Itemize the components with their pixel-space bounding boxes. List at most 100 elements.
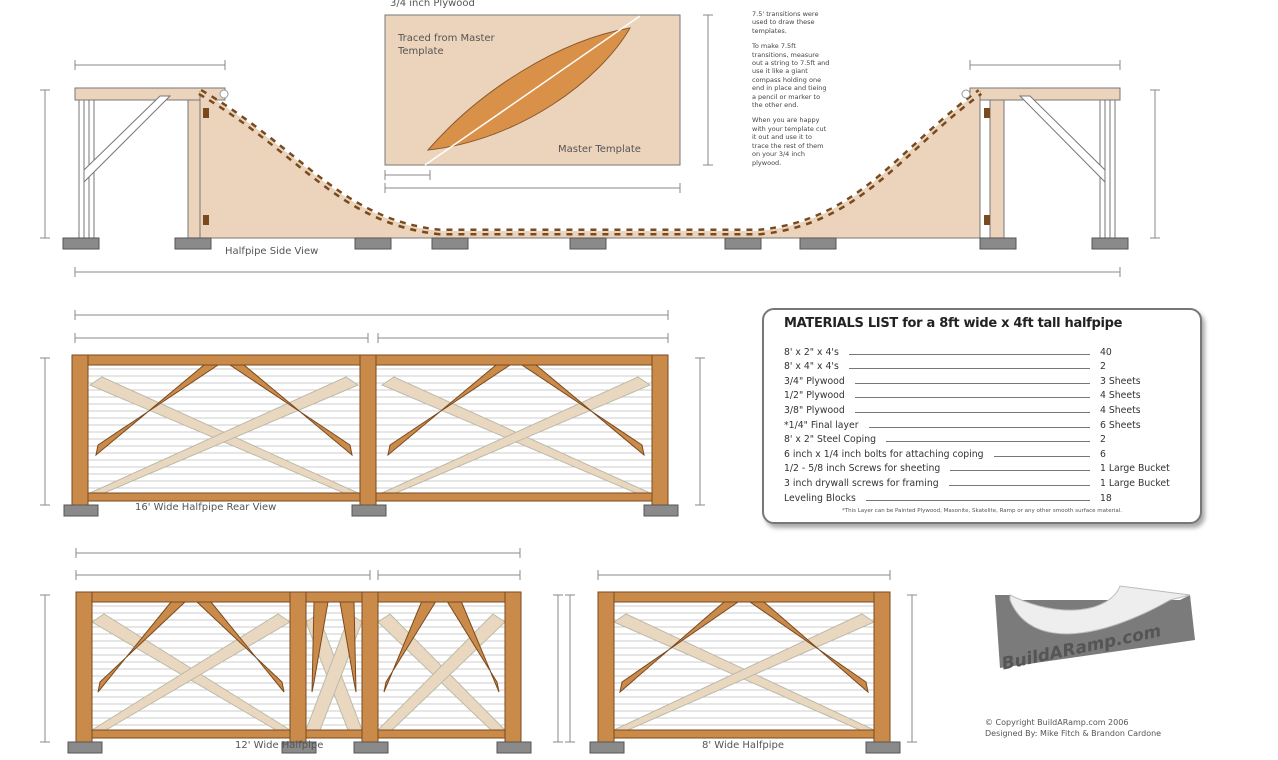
post — [597, 591, 615, 743]
post — [71, 354, 89, 506]
leveling-block — [496, 741, 532, 754]
top-rail — [597, 591, 891, 603]
stud — [984, 108, 990, 118]
note: 7.5' transitions were used to draw these… — [752, 10, 819, 35]
copyright: © Copyright BuildARamp.com 2006 Designed… — [985, 717, 1161, 739]
note: To make 7.5ft transitions, measure out a… — [752, 42, 830, 110]
material-name: 3/4" Plywood — [784, 375, 845, 387]
designer-line: Designed By: Mike Fitch & Brandon Cardon… — [985, 729, 1162, 738]
leveling-block — [724, 237, 762, 250]
material-name: Leveling Blocks — [784, 492, 856, 504]
material-qty: 18 — [1100, 492, 1112, 504]
leveling-block — [979, 237, 1017, 250]
stud — [203, 108, 209, 118]
leader-line — [993, 455, 1090, 457]
material-name: 3 inch drywall screws for framing — [784, 477, 939, 489]
material-qty: 4 Sheets — [1100, 404, 1141, 416]
material-qty: 6 — [1100, 448, 1106, 460]
post — [504, 591, 522, 743]
leader-line — [848, 368, 1090, 370]
leveling-block — [63, 504, 99, 517]
leveling-block — [281, 741, 317, 754]
stud — [203, 215, 209, 225]
material-qty: 40 — [1100, 346, 1112, 358]
material-item: 1/2 - 5/8 inch Screws for sheeting 1 Larg… — [784, 460, 1180, 475]
material-qty: 6 Sheets — [1100, 419, 1141, 431]
leveling-block — [174, 237, 212, 250]
template-arc — [424, 15, 641, 166]
leveling-block — [351, 504, 387, 517]
material-qty: 3 Sheets — [1100, 375, 1141, 387]
leg — [1109, 99, 1116, 239]
post — [75, 591, 93, 743]
post — [361, 591, 379, 743]
leader-line — [868, 426, 1090, 428]
coping — [219, 89, 229, 99]
deck-right — [969, 87, 1121, 101]
material-name: 8' x 2" Steel Coping — [784, 434, 877, 446]
material-item: 6 inch x 1/4 inch bolts for attaching co… — [784, 445, 1180, 460]
coping — [961, 89, 971, 99]
post — [359, 354, 377, 506]
material-item: 8' x 4" x 4's 2 — [784, 358, 1180, 373]
leader-line — [854, 382, 1090, 384]
brace — [1018, 95, 1106, 184]
side-view-title: Halfpipe Side View — [225, 246, 319, 257]
leader-line — [865, 499, 1090, 501]
leader-line — [854, 397, 1090, 399]
material-qty: 1 Large Bucket — [1100, 477, 1170, 489]
material-qty: 2 — [1100, 434, 1106, 446]
leveling-block — [67, 741, 103, 754]
master-template-label: Master Template — [558, 144, 641, 155]
material-name: *1/4" Final layer — [784, 419, 859, 431]
leader-line — [854, 411, 1090, 413]
leader-line — [948, 484, 1090, 486]
post — [289, 591, 307, 743]
post — [989, 99, 1005, 239]
material-qty: 1 Large Bucket — [1100, 463, 1170, 475]
leveling-block — [1091, 237, 1129, 250]
template-title: 3/4 inch Plywood — [390, 0, 475, 9]
material-item: 8' x 2" Steel Coping 2 — [784, 431, 1180, 446]
material-item: 3/4" Plywood 3 Sheets — [784, 372, 1180, 387]
leg — [78, 99, 85, 239]
materials-footnote: *This Layer can be Painted Plywood, Maso… — [841, 507, 1123, 514]
material-name: 3/8" Plywood — [784, 404, 845, 416]
material-item: 3 inch drywall screws for framing 1 Large… — [784, 474, 1180, 489]
brace — [83, 95, 172, 184]
material-qty: 4 Sheets — [1100, 390, 1141, 402]
leveling-block — [589, 741, 625, 754]
material-item: 8' x 2" x 4's 40 — [784, 343, 1180, 358]
leveling-block — [62, 237, 100, 250]
material-item: 1/2" Plywood 4 Sheets — [784, 387, 1180, 402]
leveling-block — [643, 504, 679, 517]
material-name: 6 inch x 1/4 inch bolts for attaching co… — [784, 448, 984, 460]
material-name: 8' x 2" x 4's — [784, 346, 839, 358]
leveling-block — [431, 237, 469, 250]
material-name: 1/2" Plywood — [784, 390, 845, 402]
leveling-block — [353, 741, 389, 754]
view-8-title: 8' Wide Halfpipe — [702, 740, 784, 751]
materials-title: MATERIALS LIST for a 8ft wide x 4ft tall… — [784, 316, 1123, 331]
material-name: 8' x 4" x 4's — [784, 361, 839, 373]
leveling-block — [354, 237, 392, 250]
copyright-line: © Copyright BuildARamp.com 2006 — [985, 718, 1129, 727]
material-name: 1/2 - 5/8 inch Screws for sheeting — [784, 463, 941, 475]
traced-label: Traced from Master Template — [398, 33, 495, 57]
material-qty: 2 — [1100, 361, 1106, 373]
stud — [984, 215, 990, 225]
post — [651, 354, 669, 506]
leader-line — [950, 470, 1090, 472]
ramp-surface — [199, 91, 981, 233]
leader-line — [848, 353, 1090, 355]
material-item: 3/8" Plywood 4 Sheets — [784, 401, 1180, 416]
logo-ramp-surface — [1009, 585, 1191, 635]
materials-list: MATERIALS LIST for a 8ft wide x 4ft tall… — [762, 308, 1202, 524]
bottom-rail — [597, 729, 891, 739]
view-12-title: 12' Wide Halfpipe — [235, 740, 324, 751]
note: When you are happy with your template cu… — [752, 116, 827, 167]
leader-line — [886, 441, 1090, 443]
leveling-block — [569, 237, 607, 250]
rear-view-title: 16' Wide Halfpipe Rear View — [135, 502, 277, 513]
